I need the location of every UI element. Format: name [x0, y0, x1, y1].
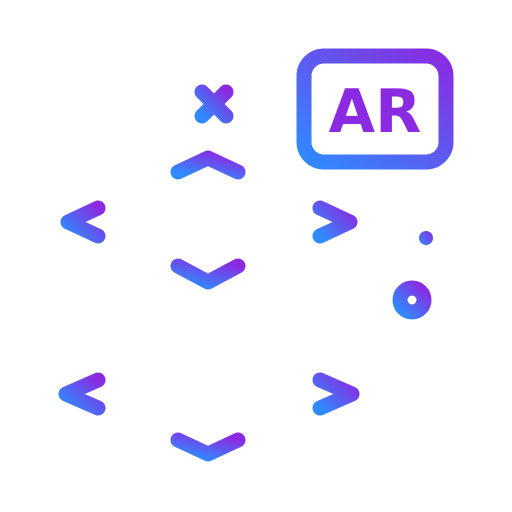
center-axis-icon — [170, 258, 246, 388]
circle-icon — [392, 280, 432, 320]
left-bottom-arrow-icon — [58, 372, 106, 416]
left-top-arrow-icon — [60, 200, 106, 254]
right-top-arrow-icon — [312, 200, 358, 254]
arrow-down-icon — [170, 414, 246, 462]
ar-badge-frame — [296, 48, 454, 170]
dot-icon — [419, 231, 433, 245]
right-bottom-arrow-icon — [312, 372, 360, 416]
ar-badge-label: AR — [329, 77, 422, 147]
arrow-up-icon — [170, 150, 246, 198]
close-icon — [194, 84, 234, 124]
